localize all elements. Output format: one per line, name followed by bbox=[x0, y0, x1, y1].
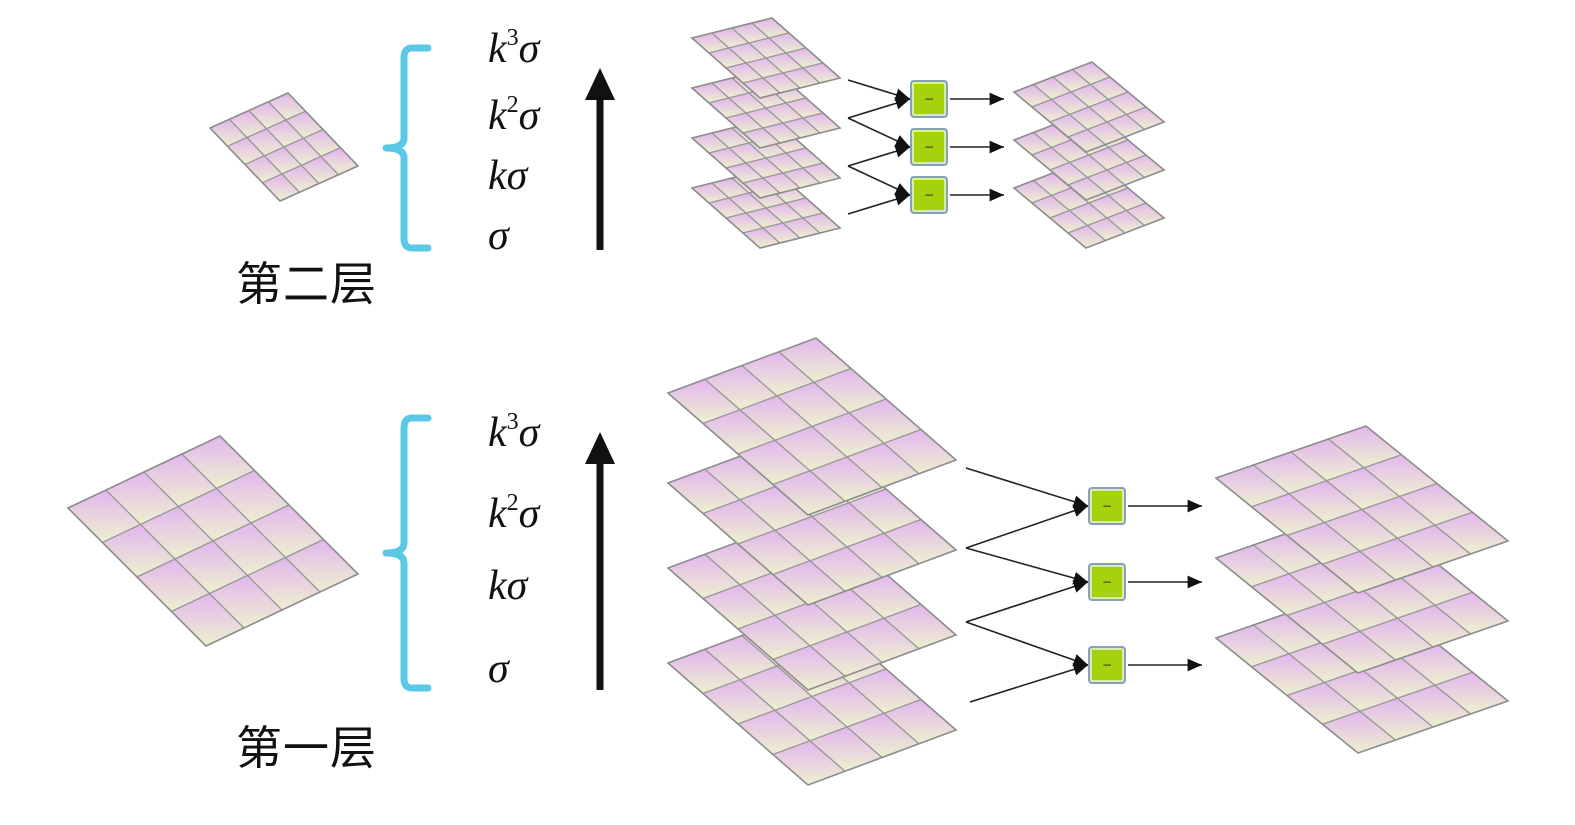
scale-label-first-2: kσ bbox=[488, 565, 527, 607]
layer2-diff-input-arrow bbox=[847, 165, 911, 196]
subtract-operator-box: − bbox=[910, 176, 948, 214]
grid-border bbox=[1012, 61, 1166, 153]
layer2-dog-plane-0 bbox=[1012, 61, 1166, 153]
layer2-scale-up-arrow bbox=[585, 68, 615, 250]
scale-exp: 3 bbox=[506, 409, 519, 435]
minus-icon: − bbox=[1101, 575, 1113, 589]
layer1-scale-brace bbox=[382, 414, 432, 692]
layer2-gaussian-plane-0 bbox=[690, 17, 842, 99]
layer1-diff-input-arrow bbox=[965, 547, 1089, 585]
subtract-operator-box: − bbox=[910, 80, 948, 118]
scale-base: k bbox=[488, 563, 507, 609]
scale-label-second-1: k2σ bbox=[488, 92, 540, 139]
layer2-diff-input-arrow bbox=[847, 117, 911, 148]
minus-icon: − bbox=[1101, 499, 1113, 513]
layer2-diff-input-arrow bbox=[847, 97, 911, 119]
layer2-diff-input-arrow bbox=[847, 193, 911, 215]
scale-base: k bbox=[488, 93, 507, 139]
layer-label-second: 第二层 bbox=[236, 257, 377, 311]
grid-border bbox=[690, 17, 842, 99]
subtract-operator-box: − bbox=[910, 128, 948, 166]
scale-label-second-2: kσ bbox=[488, 155, 527, 197]
scale-base: k bbox=[488, 410, 507, 456]
subtract-operator-box: − bbox=[1088, 563, 1126, 601]
scale-label-second-0: k3σ bbox=[488, 25, 540, 72]
layer2-scale-brace bbox=[382, 44, 432, 252]
minus-icon: − bbox=[923, 188, 935, 202]
subtract-operator-box: − bbox=[1088, 487, 1126, 525]
scale-label-first-1: k2σ bbox=[488, 490, 540, 537]
scale-exp: 3 bbox=[506, 25, 519, 51]
layer1-source-image bbox=[66, 435, 360, 647]
layer1-diff-input-arrow bbox=[965, 504, 1089, 549]
scale-sigma: σ bbox=[506, 153, 528, 199]
layer1-diff-input-arrow bbox=[965, 467, 1089, 508]
scale-base: k bbox=[488, 26, 507, 72]
minus-icon: − bbox=[923, 140, 935, 154]
scale-label-first-0: k3σ bbox=[488, 409, 540, 456]
layer1-diff-input-arrow bbox=[965, 621, 1089, 667]
layer1-dog-plane-0 bbox=[1214, 425, 1510, 594]
scale-sigma: σ bbox=[506, 563, 528, 609]
scale-base: k bbox=[488, 153, 507, 199]
minus-icon: − bbox=[923, 92, 935, 106]
layer2-diff-input-arrow bbox=[847, 145, 911, 167]
scale-exp: 2 bbox=[506, 92, 519, 118]
scale-base: k bbox=[488, 491, 507, 537]
scale-exp: 2 bbox=[506, 490, 519, 516]
scale-sigma: σ bbox=[488, 213, 509, 259]
scale-sigma: σ bbox=[518, 410, 540, 456]
layer2-source-image bbox=[208, 92, 360, 202]
grid-border bbox=[66, 435, 360, 647]
scale-label-second-3: σ bbox=[488, 215, 509, 257]
layer2-diff-input-arrow bbox=[847, 79, 911, 101]
subtract-operator-box: − bbox=[1088, 646, 1126, 684]
grid-border bbox=[208, 92, 360, 202]
minus-icon: − bbox=[1101, 658, 1113, 672]
scale-sigma: σ bbox=[518, 93, 540, 139]
scale-sigma: σ bbox=[518, 26, 540, 72]
layer1-gaussian-plane-0 bbox=[666, 337, 958, 516]
layer-label-first: 第一层 bbox=[236, 721, 377, 775]
layer1-diff-input-arrow bbox=[969, 663, 1089, 703]
scale-sigma: σ bbox=[518, 491, 540, 537]
grid-border bbox=[666, 337, 958, 516]
grid-border bbox=[1214, 425, 1510, 594]
layer1-scale-up-arrow bbox=[585, 432, 615, 690]
layer1-diff-input-arrow bbox=[965, 580, 1089, 623]
scale-sigma: σ bbox=[488, 646, 509, 692]
scale-label-first-3: σ bbox=[488, 648, 509, 690]
